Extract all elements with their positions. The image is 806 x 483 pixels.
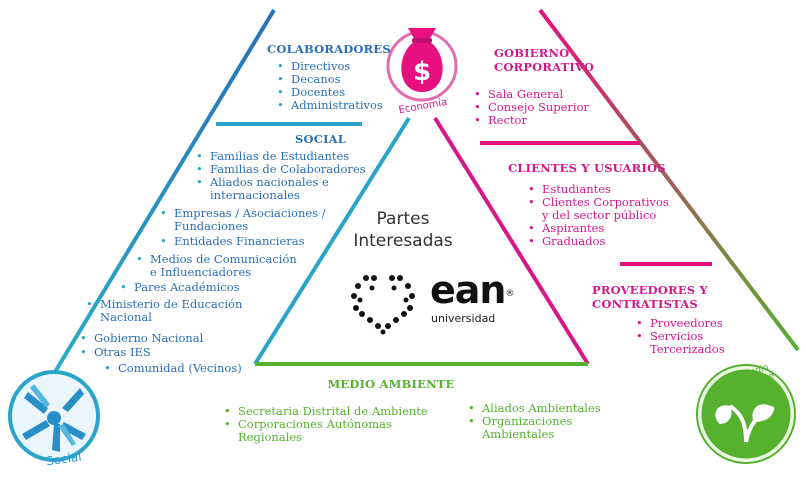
proveedores-section: PROVEEDORES Y CONTRATISTAS Proveedores S… bbox=[592, 283, 725, 356]
gobierno-header-line1: GOBIERNO bbox=[494, 46, 570, 60]
gobierno-section: GOBIERNO CORPORATIVO Sala General Consej… bbox=[474, 46, 595, 127]
leaves-icon bbox=[696, 364, 796, 464]
outer-left-edge bbox=[36, 8, 276, 402]
money-bag-icon: $ bbox=[386, 28, 458, 102]
list-item: Decanos bbox=[277, 73, 391, 87]
list-item-continuation: Tercerizados bbox=[650, 342, 725, 356]
inner-right-edge bbox=[433, 116, 590, 366]
social-list: Familias de Estudiantes Familias de Cola… bbox=[0, 150, 400, 380]
list-item: Comunidad (Vecinos) bbox=[104, 362, 242, 376]
list-item: Ministerio de Educación bbox=[86, 298, 242, 312]
social-header-text: SOCIAL bbox=[295, 132, 347, 146]
list-item: Clientes Corporativos bbox=[528, 196, 669, 210]
ean-dots-icon bbox=[351, 275, 415, 335]
list-item-continuation: Regionales bbox=[238, 430, 303, 444]
list-item-continuation: Fundaciones bbox=[174, 219, 249, 233]
outer-right-edge bbox=[538, 8, 800, 352]
list-item-continuation: e Influenciadores bbox=[150, 265, 252, 279]
proveedores-list: Proveedores Servicios Tercerizados bbox=[636, 317, 725, 356]
colaboradores-section: COLABORADORES Directivos Decanos Docente… bbox=[267, 42, 391, 112]
list-item: Rector bbox=[474, 114, 594, 128]
list-item: Docentes bbox=[277, 86, 391, 100]
list-item-continuation: Ambientales bbox=[482, 427, 555, 441]
hands-icon bbox=[8, 370, 100, 462]
center-title-line2: Interesadas bbox=[353, 231, 453, 251]
ean-wordmark: ean® bbox=[430, 270, 514, 318]
clientes-section: CLIENTES Y USUARIOS Estudiantes Clientes… bbox=[508, 161, 669, 248]
registered-mark: ® bbox=[505, 289, 515, 299]
list-item-continuation: y del sector público bbox=[542, 208, 657, 222]
list-item: Directivos bbox=[277, 60, 391, 74]
list-item-continuation: Nacional bbox=[100, 310, 152, 324]
list-item: Secretaria Distrital de Ambiente bbox=[224, 405, 428, 419]
ean-logo: ean® universidad bbox=[346, 270, 514, 340]
medio-ambiente-header: MEDIO AMBIENTE bbox=[327, 377, 455, 391]
list-item: Empresas / Asociaciones / bbox=[160, 207, 326, 221]
list-item: Sala General bbox=[474, 88, 594, 102]
list-item: Aliados nacionales e bbox=[196, 176, 329, 190]
list-item: Otras IES bbox=[80, 346, 151, 360]
ean-word: ean bbox=[430, 268, 506, 312]
clientes-list: Estudiantes Clientes Corporativos y del … bbox=[528, 183, 669, 249]
inner-left-edge bbox=[253, 116, 411, 366]
economy-icon-group: $ Economía bbox=[382, 4, 462, 124]
medio-ambiente-left-list: Secretaria Distrital de Ambiente Corpora… bbox=[224, 405, 428, 444]
gobierno-list: Sala General Consejo Superior Rector bbox=[474, 88, 594, 128]
list-item: Servicios bbox=[636, 330, 725, 344]
proveedores-header-line1: PROVEEDORES Y bbox=[592, 283, 708, 297]
list-item: Familias de Colaboradores bbox=[196, 163, 366, 177]
list-item: Aliados Ambientales bbox=[468, 402, 601, 416]
center-title-line1: Partes bbox=[376, 209, 430, 229]
list-item: Consejo Superior bbox=[474, 101, 594, 115]
list-item: Gobierno Nacional bbox=[80, 332, 203, 346]
list-item: Administrativos bbox=[277, 99, 391, 113]
list-item: Pares Académicos bbox=[120, 281, 240, 295]
list-item: Organizaciones bbox=[468, 415, 601, 429]
list-item-continuation: internacionales bbox=[210, 188, 300, 202]
list-item: Estudiantes bbox=[528, 183, 669, 197]
social-icon-group: Social bbox=[6, 364, 106, 474]
list-item: Aspirantes bbox=[528, 222, 669, 236]
medio-ambiente-right-list: Aliados Ambientales Organizaciones Ambie… bbox=[468, 402, 601, 441]
ean-subtitle: universidad bbox=[431, 312, 496, 325]
list-item: Proveedores bbox=[636, 317, 725, 331]
proveedores-header-line2: CONTRATISTAS bbox=[592, 297, 698, 311]
colaboradores-header: COLABORADORES bbox=[267, 42, 391, 56]
list-item: Entidades Financieras bbox=[160, 235, 305, 249]
list-item: Graduados bbox=[528, 235, 669, 249]
list-item: Familias de Estudiantes bbox=[196, 150, 349, 164]
list-item: Corporaciones Autónomas bbox=[224, 418, 428, 432]
clientes-header: CLIENTES Y USUARIOS bbox=[508, 161, 666, 175]
list-item: Medios de Comunicación bbox=[136, 253, 297, 267]
svg-text:$: $ bbox=[413, 57, 431, 87]
gobierno-header-line2: CORPORATIVO bbox=[494, 60, 595, 74]
environment-icon-group: El Medio Ambiente bbox=[694, 362, 798, 466]
colaboradores-list: Directivos Decanos Docentes Administrati… bbox=[277, 60, 391, 113]
